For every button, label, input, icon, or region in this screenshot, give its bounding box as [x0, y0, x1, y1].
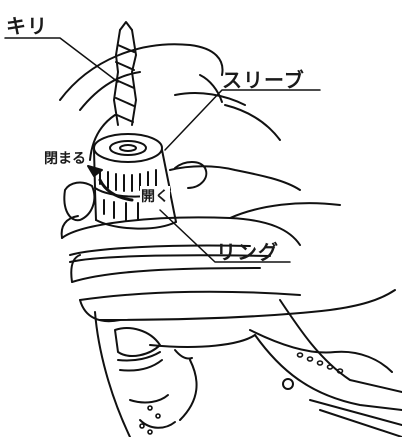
open-direction-label: 開く [140, 186, 170, 206]
bit-label: キリ [6, 10, 48, 39]
sleeve-label: スリーブ [222, 64, 305, 93]
close-direction-label: 閉まる [43, 148, 87, 168]
drill-bit [114, 22, 136, 125]
sleeve-leader-line [165, 90, 320, 150]
bit-leader-line [5, 38, 118, 82]
upper-hand [60, 44, 280, 160]
ring-label: リング [216, 236, 279, 265]
